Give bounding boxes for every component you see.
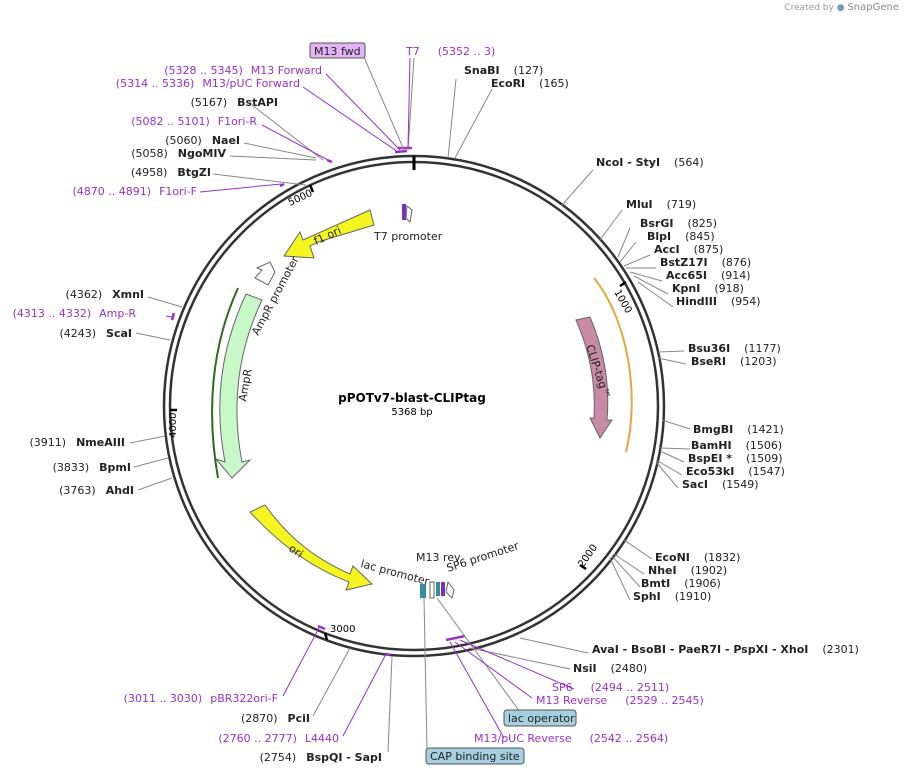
primer-label[interactable]: M13 Reverse(2529 .. 2545)	[536, 694, 704, 707]
l4440-primer-bar	[385, 652, 391, 657]
site-label[interactable]: BamHI(1506)	[691, 439, 782, 452]
boxed-labels: M13 fwd lac operator CAP binding site	[309, 42, 577, 765]
site-label[interactable]: (4243)ScaI	[59, 327, 132, 340]
site-label[interactable]: (4362)XmnI	[66, 288, 144, 301]
lac-operator-mark	[436, 582, 440, 596]
site-label[interactable]: (3911)NmeAIII	[30, 436, 126, 449]
tick-mark	[579, 563, 587, 571]
primer-label[interactable]: (3011 .. 3030)pBR322ori-F	[124, 692, 278, 705]
feature-label-ampr: AmpR	[236, 368, 255, 403]
feature-label-ampr-promoter: AmpR promoter	[249, 254, 302, 338]
site-label[interactable]: BmgBI(1421)	[693, 423, 784, 436]
primer-label[interactable]: (4870 .. 4891)F1ori-F	[73, 185, 198, 198]
site-label[interactable]: (5167)BstAPI	[191, 96, 278, 109]
pbr322ori-f-primer-bar	[317, 624, 326, 631]
m13-reverse-primer-bar	[445, 634, 466, 642]
site-label[interactable]: (5060)NaeI	[165, 134, 240, 147]
site-label[interactable]: Eco53kI(1547)	[686, 465, 785, 478]
amp-r-primer-bar	[211, 287, 239, 479]
site-label[interactable]: NsiI(2480)	[573, 662, 647, 675]
cap-binding-site-label: CAP binding site	[430, 750, 520, 763]
site-label[interactable]: SnaBI(127)	[464, 64, 543, 77]
primer-label[interactable]: (5082 .. 5101)F1ori-R	[131, 115, 257, 128]
tick-3000: 3000	[330, 624, 355, 635]
feature-sp6-promoter[interactable]	[445, 580, 455, 599]
primer-labels: T7(5352 .. 3) (5328 .. 5345)M13 Forward …	[13, 45, 704, 745]
credit-brand: SnapGene	[847, 2, 899, 13]
feature-label-t7-promoter: T7 promoter	[373, 230, 443, 243]
site-label[interactable]: BstZ17I(876)	[660, 256, 751, 269]
site-label[interactable]: BlpI(845)	[647, 230, 715, 243]
leader-lines	[129, 56, 691, 753]
left-sites: (5167)BstAPI (5060)NaeI (5058)NgoMIV (49…	[30, 96, 383, 764]
primer-label[interactable]: SP6(2494 .. 2511)	[552, 681, 669, 694]
primer-label[interactable]: (4313 .. 4332)Amp-R	[13, 307, 137, 320]
site-label[interactable]: BseRI(1203)	[691, 355, 777, 368]
right-sites: SnaBI(127) EcoRI(165) NcoI - StyI(564) M…	[464, 64, 859, 675]
site-label[interactable]: Bsu36I(1177)	[688, 342, 781, 355]
site-label[interactable]: HindIII(954)	[676, 295, 761, 308]
site-label[interactable]: BmtI(1906)	[641, 577, 721, 590]
site-label[interactable]: (4958)BtgZI	[131, 166, 211, 179]
tick-mark	[323, 632, 329, 641]
site-label[interactable]: EcoRI(165)	[491, 77, 569, 90]
site-label[interactable]: AccI(875)	[654, 243, 723, 256]
credit-prefix: Created by	[784, 3, 834, 13]
f1ori-r-primer-bar	[326, 158, 333, 164]
primer-label[interactable]: (2760 .. 2777)L4440	[218, 732, 339, 745]
cap-binding-site-box[interactable]	[425, 747, 525, 765]
site-label[interactable]: KpnI(918)	[672, 282, 744, 295]
amp-r-primer-mark	[170, 312, 176, 321]
feature-label-clip-tag: CLIP-tag™	[583, 343, 613, 401]
tick-4000: 4000	[168, 413, 179, 438]
site-label[interactable]: BspEI *(1509)	[688, 452, 783, 465]
plasmid-size: 5368 bp	[391, 407, 432, 418]
site-label[interactable]: (3833)BpmI	[53, 461, 131, 474]
clip-tag-orf-bar	[593, 277, 633, 453]
primer-label[interactable]: (5328 .. 5345)M13 Forward	[164, 64, 322, 77]
snapgene-credit: Created by ● SnapGene	[784, 2, 899, 13]
lac-operator-box[interactable]	[503, 709, 577, 727]
primer-label[interactable]: (5314 .. 5336)M13/pUC Forward	[116, 77, 300, 90]
feature-lac-promoter[interactable]	[429, 581, 435, 599]
primer-bars	[170, 146, 466, 657]
t7-promoter-mark	[402, 204, 406, 220]
site-label[interactable]: Acc65I(914)	[666, 269, 751, 282]
snapgene-logo-icon: ●	[836, 3, 845, 13]
primer-leader-lines	[165, 57, 575, 739]
feature-label-f1-ori: f1 ori	[312, 224, 343, 248]
site-label[interactable]: SacI(1549)	[682, 478, 759, 491]
feature-ori[interactable]	[249, 504, 374, 591]
site-label[interactable]: NcoI - StyI(564)	[596, 156, 704, 169]
m13-fwd-box[interactable]	[309, 42, 366, 59]
site-label[interactable]: (3763)AhdI	[59, 484, 134, 497]
site-label[interactable]: AvaI - BsoBI - PaeR7I - PspXI - XhoI(230…	[592, 643, 859, 656]
site-label[interactable]: (2870)PciI	[241, 712, 310, 725]
feature-label-m13-rev: M13 rev	[416, 551, 461, 564]
f1ori-f-primer-bar	[279, 182, 285, 188]
tick-mark	[619, 280, 627, 288]
primer-label[interactable]: T7(5352 .. 3)	[405, 45, 495, 58]
site-label[interactable]: (2754)BspQI - SapI	[260, 751, 382, 764]
lac-operator-label: lac operator	[508, 712, 575, 725]
feature-ampr-promoter[interactable]	[254, 261, 276, 286]
tick-2000: 2000	[576, 543, 600, 570]
feature-t7-promoter[interactable]	[405, 205, 413, 224]
primer-label[interactable]: M13/pUC Reverse(2542 .. 2564)	[474, 732, 668, 745]
plasmid-name: pPOTv7-blast-CLIPtag	[338, 391, 486, 405]
feature-clip-tag[interactable]	[575, 316, 613, 439]
site-label[interactable]: SphI(1910)	[633, 590, 711, 603]
site-label[interactable]: (5058)NgoMIV	[131, 147, 226, 160]
feature-f1-ori[interactable]	[283, 209, 375, 259]
tick-mark	[308, 184, 315, 193]
feature-ampr[interactable]	[214, 293, 263, 479]
site-label[interactable]: NheI(1902)	[648, 564, 727, 577]
sp6-mark	[441, 582, 445, 596]
cap-binding-mark	[420, 584, 426, 598]
m13-fwd-label: M13 fwd	[314, 45, 361, 58]
site-label[interactable]: MluI(719)	[626, 198, 696, 211]
site-label[interactable]: EcoNI(1832)	[655, 551, 740, 564]
site-label[interactable]: BsrGI(825)	[640, 217, 717, 230]
